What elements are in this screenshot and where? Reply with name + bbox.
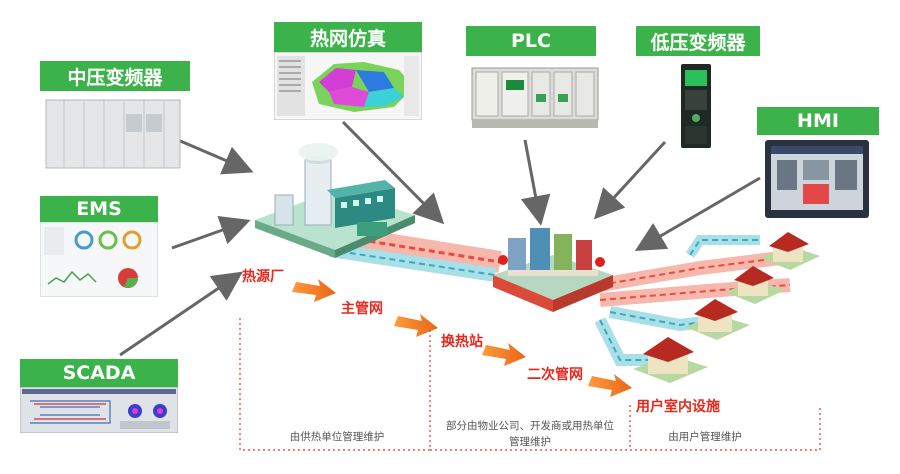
secondary-network-stage: 二次管网 — [527, 367, 583, 383]
main-network-stage: 主管网 — [341, 301, 383, 317]
user-note: 由用户管理维护 — [668, 431, 742, 443]
ems-label: EMS — [40, 196, 158, 222]
scada-screen — [20, 387, 178, 433]
connection-arrows — [119, 120, 761, 357]
plc-device — [471, 67, 599, 128]
thermal-sim-label: 热网仿真 — [274, 22, 422, 52]
scada-label: SCADA — [20, 359, 178, 387]
heat-plant-illustration — [255, 143, 415, 258]
plc-label: PLC — [466, 26, 596, 56]
thermal-sim-screen — [274, 52, 422, 120]
mv-inverter-label: 中压变频器 — [40, 61, 190, 91]
heat-plant-stage: 热源厂 — [242, 269, 284, 285]
lv-inverter-device — [681, 64, 711, 148]
exchange-station-stage: 换热站 — [441, 334, 483, 350]
heating-unit-note: 由供热单位管理维护 — [289, 431, 385, 443]
house-1 — [760, 232, 820, 270]
indoor-facilities-stage: 用户室内设施 — [636, 399, 720, 415]
property-company-note: 部分由物业公司、开发商或用热单位管理维护 — [446, 420, 614, 448]
hmi-device — [765, 140, 869, 218]
exchange-station-illustration — [493, 228, 613, 312]
mv-inverter-device — [45, 99, 181, 169]
hmi-label: HMI — [757, 107, 879, 135]
responsibility-borders — [239, 318, 821, 451]
house-3 — [685, 299, 750, 340]
house-4 — [633, 337, 708, 383]
house-2 — [725, 266, 785, 304]
flow-arrows — [292, 279, 632, 397]
ems-dashboard — [40, 222, 158, 297]
lv-inverter-label: 低压变频器 — [636, 26, 760, 56]
